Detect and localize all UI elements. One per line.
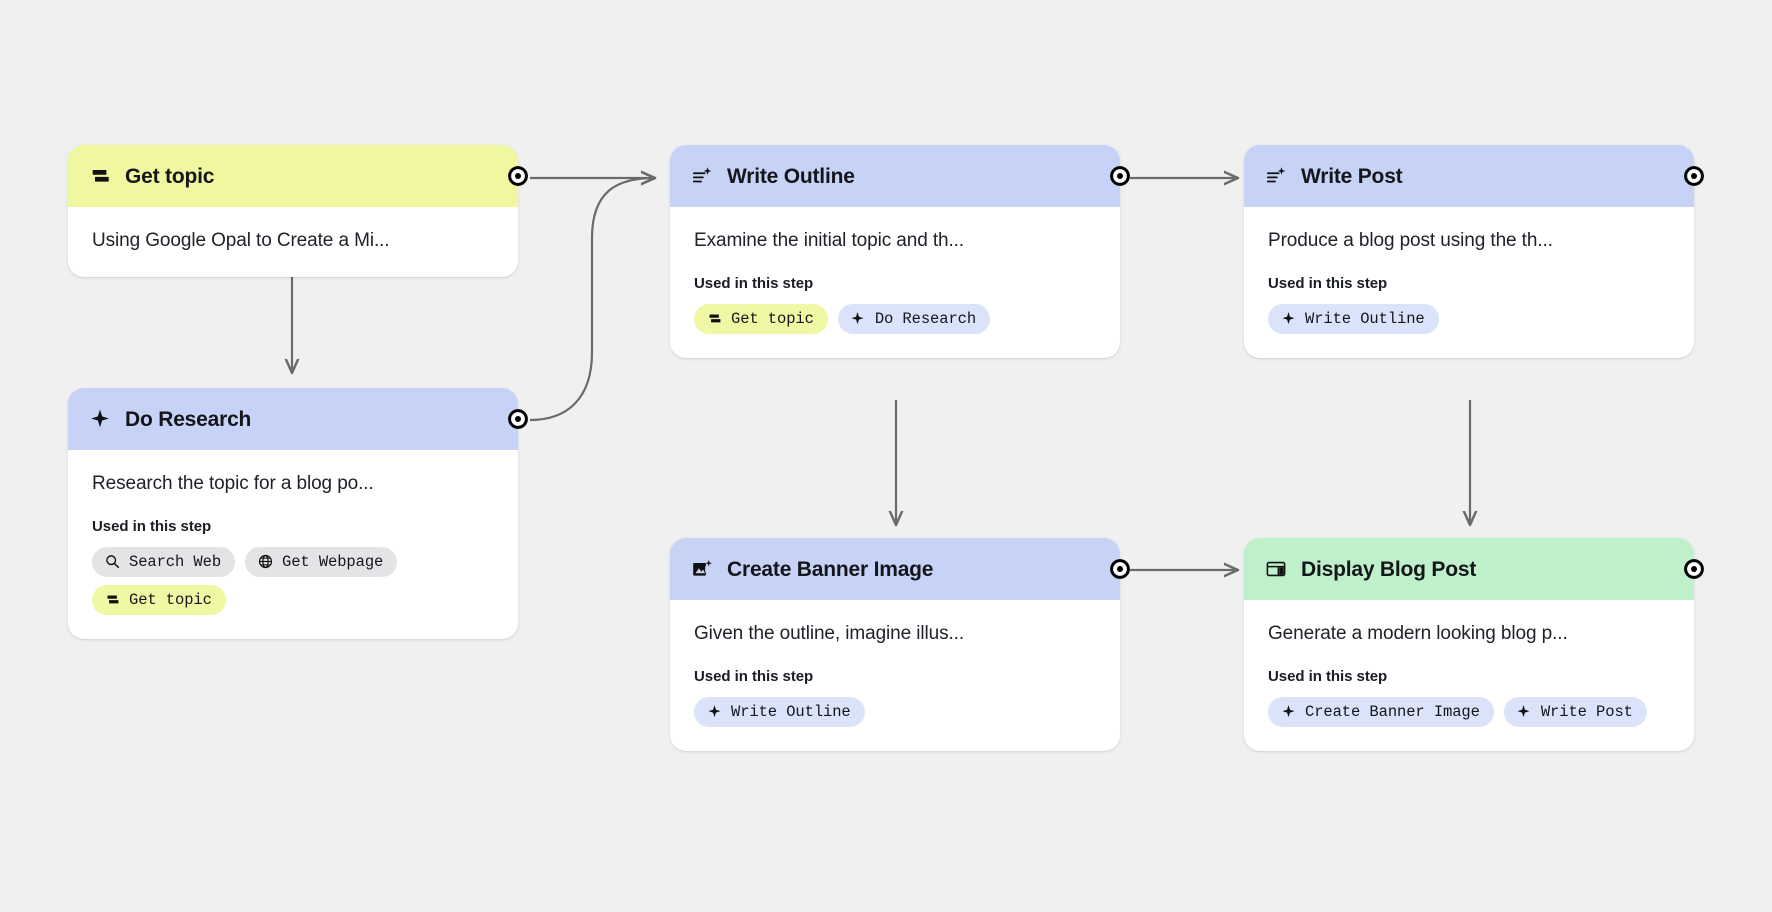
node-title: Create Banner Image xyxy=(727,557,934,581)
output-port[interactable] xyxy=(1684,559,1704,579)
node-title: Write Post xyxy=(1301,164,1403,188)
chip-list: Write Outline xyxy=(1268,303,1672,334)
edge-do-research-to-write-outline xyxy=(529,178,655,422)
chip-search-web[interactable]: Search Web xyxy=(92,546,236,577)
node-body: Given the outline, imagine illus... Used… xyxy=(670,600,1120,751)
chip-list: Write Outline xyxy=(694,696,1098,727)
output-port[interactable] xyxy=(1110,166,1130,186)
used-in-this-step-label: Used in this step xyxy=(1268,667,1388,685)
chip-create-banner-image[interactable]: Create Banner Image xyxy=(1268,696,1494,727)
chip-list: Search Web Get Webpage xyxy=(92,546,496,615)
node-body: Examine the initial topic and th... Used… xyxy=(670,207,1120,358)
chip-get-webpage[interactable]: Get Webpage xyxy=(245,546,398,577)
node-description: Given the outline, imagine illus... xyxy=(694,623,965,644)
node-description: Generate a modern looking blog p... xyxy=(1268,623,1568,644)
stacked-bars-icon xyxy=(706,311,722,327)
node-header[interactable]: Get topic xyxy=(68,145,528,207)
node-write-post[interactable]: Write Post Produce a blog post using the… xyxy=(1244,145,1704,358)
node-header[interactable]: Write Post xyxy=(1244,145,1704,207)
node-display-blog-post[interactable]: Display Blog Post Generate a modern look… xyxy=(1244,538,1704,751)
chip-label: Create Banner Image xyxy=(1305,702,1480,721)
chip-label: Do Research xyxy=(874,309,977,328)
node-do-research[interactable]: Do Research Research the topic for a blo… xyxy=(68,388,528,639)
node-body: Generate a modern looking blog p... Used… xyxy=(1244,600,1694,751)
image-sparkle-icon xyxy=(690,557,714,581)
node-body: Produce a blog post using the th... Used… xyxy=(1244,207,1694,358)
sparkle-icon xyxy=(1280,704,1296,720)
node-title: Write Outline xyxy=(727,164,855,188)
chip-label: Get topic xyxy=(129,590,212,609)
text-sparkle-icon xyxy=(690,164,714,188)
node-header[interactable]: Create Banner Image xyxy=(670,538,1130,600)
chip-do-research[interactable]: Do Research xyxy=(837,303,991,334)
stacked-bars-icon xyxy=(88,164,112,188)
node-create-banner-image[interactable]: Create Banner Image Given the outline, i… xyxy=(670,538,1130,751)
chip-write-outline[interactable]: Write Outline xyxy=(1268,303,1439,334)
node-title: Display Blog Post xyxy=(1301,557,1477,581)
chip-get-topic[interactable]: Get topic xyxy=(694,303,828,334)
node-description: Produce a blog post using the th... xyxy=(1268,230,1553,251)
chip-label: Write Outline xyxy=(731,702,851,721)
chip-get-topic[interactable]: Get topic xyxy=(92,584,226,615)
chip-list: Create Banner Image Write Post xyxy=(1268,696,1672,727)
node-description: Research the topic for a blog po... xyxy=(92,473,374,494)
used-in-this-step-label: Used in this step xyxy=(694,667,814,685)
node-description: Using Google Opal to Create a Mi... xyxy=(92,230,390,251)
used-in-this-step-label: Used in this step xyxy=(1268,274,1388,292)
stacked-bars-icon xyxy=(104,592,120,608)
text-sparkle-icon xyxy=(1264,164,1288,188)
node-header[interactable]: Do Research xyxy=(68,388,528,450)
chip-write-outline[interactable]: Write Outline xyxy=(694,696,865,727)
search-icon xyxy=(104,554,120,570)
node-body: Using Google Opal to Create a Mi... xyxy=(68,207,518,277)
chip-label: Write Post xyxy=(1540,702,1633,721)
sparkle-icon xyxy=(706,704,722,720)
used-in-this-step-label: Used in this step xyxy=(92,517,212,535)
chip-label: Search Web xyxy=(129,552,222,571)
sparkle-icon xyxy=(850,311,866,327)
output-port[interactable] xyxy=(1110,559,1130,579)
output-port[interactable] xyxy=(1684,166,1704,186)
used-in-this-step-label: Used in this step xyxy=(694,274,814,292)
chip-label: Write Outline xyxy=(1305,309,1425,328)
node-description: Examine the initial topic and th... xyxy=(694,230,965,251)
node-header[interactable]: Display Blog Post xyxy=(1244,538,1704,600)
node-header[interactable]: Write Outline xyxy=(670,145,1130,207)
node-write-outline[interactable]: Write Outline Examine the initial topic … xyxy=(670,145,1130,358)
node-body: Research the topic for a blog po... Used… xyxy=(68,450,518,639)
chip-label: Get Webpage xyxy=(282,552,384,571)
sparkle-icon xyxy=(88,407,112,431)
node-get-topic[interactable]: Get topic Using Google Opal to Create a … xyxy=(68,145,528,277)
layout-panel-icon xyxy=(1264,557,1288,581)
globe-icon xyxy=(257,554,273,570)
chip-list: Get topic Do Research xyxy=(694,303,1098,334)
output-port[interactable] xyxy=(508,166,528,186)
node-title: Get topic xyxy=(125,164,215,188)
chip-label: Get topic xyxy=(731,309,814,328)
sparkle-icon xyxy=(1516,704,1532,720)
sparkle-icon xyxy=(1280,311,1296,327)
node-title: Do Research xyxy=(125,407,252,431)
chip-write-post[interactable]: Write Post xyxy=(1503,696,1647,727)
output-port[interactable] xyxy=(508,409,528,429)
